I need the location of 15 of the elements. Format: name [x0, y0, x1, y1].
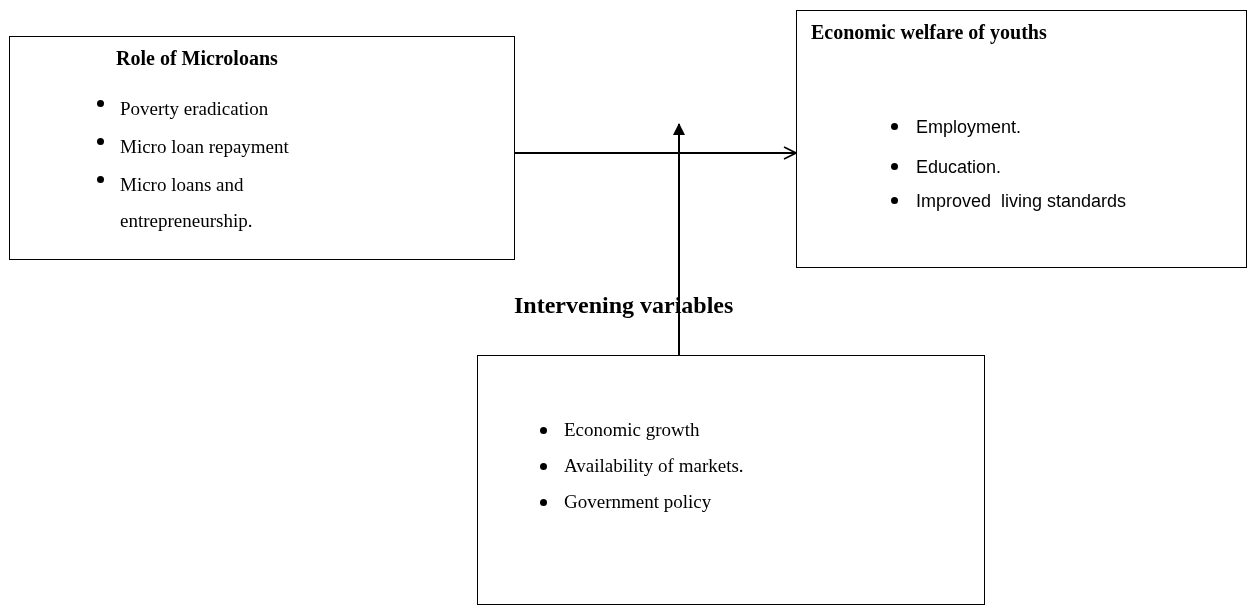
text-box [9, 36, 515, 260]
bullet-text: Improved living standards [916, 190, 1128, 213]
bullet-text: Employment. [916, 116, 1023, 139]
bullet-text: Government policy [564, 490, 713, 514]
bullet-text: Micro loan repayment [120, 135, 290, 159]
bullet-text: Availability of markets. [564, 454, 745, 478]
arrow [673, 123, 685, 356]
bullet-text: Micro loans and entrepreneurship. [120, 173, 254, 233]
box-heading: Economic welfare of youths [811, 21, 1047, 44]
bullet-text: Education. [916, 156, 1003, 179]
box-heading: Role of Microloans [116, 47, 278, 70]
text-box [796, 10, 1247, 268]
arrow [514, 146, 797, 160]
bullet-text: Poverty eradication [120, 97, 270, 121]
bullet-text: Economic growth [564, 418, 701, 442]
